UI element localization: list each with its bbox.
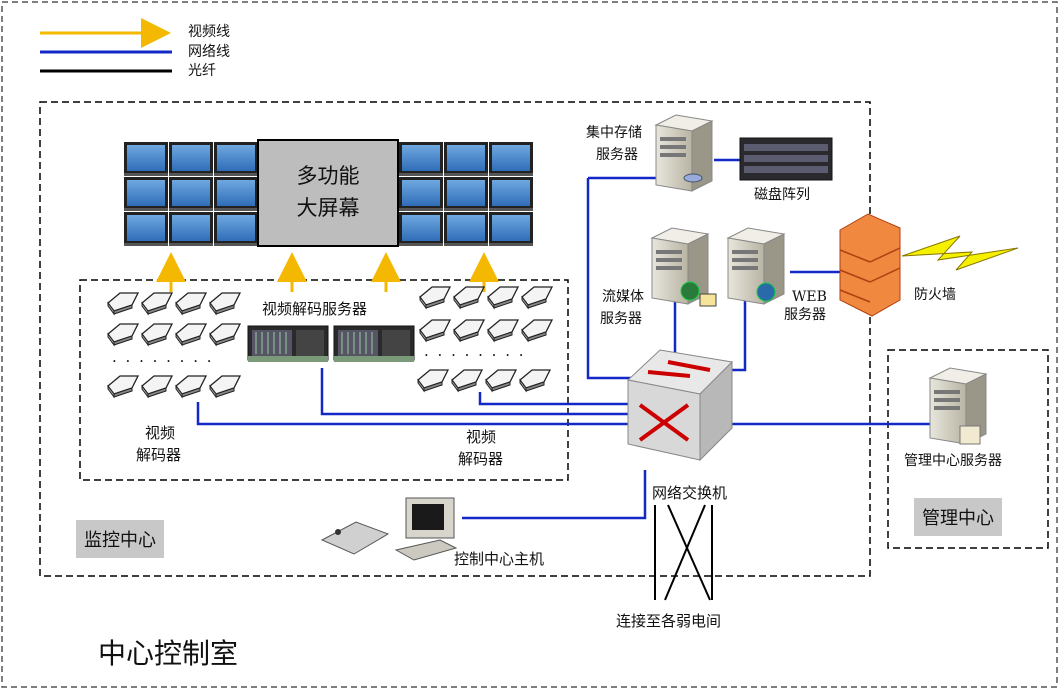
network-switch [626, 349, 734, 462]
big-screen-line1: 多功能 [296, 164, 360, 188]
dots-right: · · · · · · · · [424, 346, 526, 364]
legend-fiber: 光纤 [188, 63, 216, 79]
decoders-left [107, 292, 241, 398]
decoder-right-label-1: 视频 [466, 428, 497, 446]
fiber-lines [654, 504, 713, 601]
legend-video: 视频线 [188, 24, 230, 40]
storage-label-1: 集中存储 [586, 125, 642, 141]
monitor-center-label: 监控中心 [76, 520, 164, 558]
disk-array-label: 磁盘阵列 [754, 187, 810, 203]
decoder-left-label-2: 解码器 [136, 446, 182, 464]
decode-server-2 [333, 325, 415, 363]
stream-label-2: 服务器 [600, 311, 642, 327]
dots-left: · · · · · · · · [112, 352, 214, 370]
connect-label: 连接至各弱电间 [616, 612, 722, 630]
decoder-area-border [79, 279, 569, 481]
control-host-label: 控制中心主机 [454, 550, 545, 568]
stream-label-1: 流媒体 [602, 289, 644, 305]
video-wall-left [124, 142, 258, 246]
mgmt-center-label: 管理中心 [914, 498, 1002, 536]
legend-network: 网络线 [188, 44, 230, 60]
switch-label: 网络交换机 [652, 484, 728, 502]
disk-array [739, 137, 833, 181]
big-screen-label: 多功能 大屏幕 [258, 160, 398, 224]
center-room-label: 中心控制室 [98, 637, 239, 670]
decoder-left-label-1: 视频 [145, 424, 176, 442]
stream-server [651, 227, 717, 307]
decode-server-label: 视频解码服务器 [262, 300, 368, 318]
mgmt-center-border [887, 349, 1049, 549]
big-screen [257, 139, 399, 247]
firewall-label: 防火墙 [914, 287, 956, 303]
decoders-right [417, 286, 553, 392]
storage-label-2: 服务器 [596, 147, 638, 163]
big-screen-line2: 大屏幕 [296, 196, 360, 220]
video-wall-right [399, 142, 533, 246]
mgmt-server-label: 管理中心服务器 [904, 453, 1002, 469]
monitor-center-border [39, 101, 871, 577]
web-server [727, 227, 785, 305]
storage-server [655, 114, 713, 192]
control-host [320, 497, 458, 561]
web-label-2: 服务器 [784, 307, 826, 323]
mgmt-server [929, 367, 987, 445]
firewall [839, 213, 901, 317]
lightning [901, 235, 1019, 271]
web-label-1: WEB [792, 289, 827, 305]
decode-server-1 [247, 325, 329, 363]
decoder-right-label-2: 解码器 [458, 450, 504, 468]
network-lines [196, 158, 935, 520]
